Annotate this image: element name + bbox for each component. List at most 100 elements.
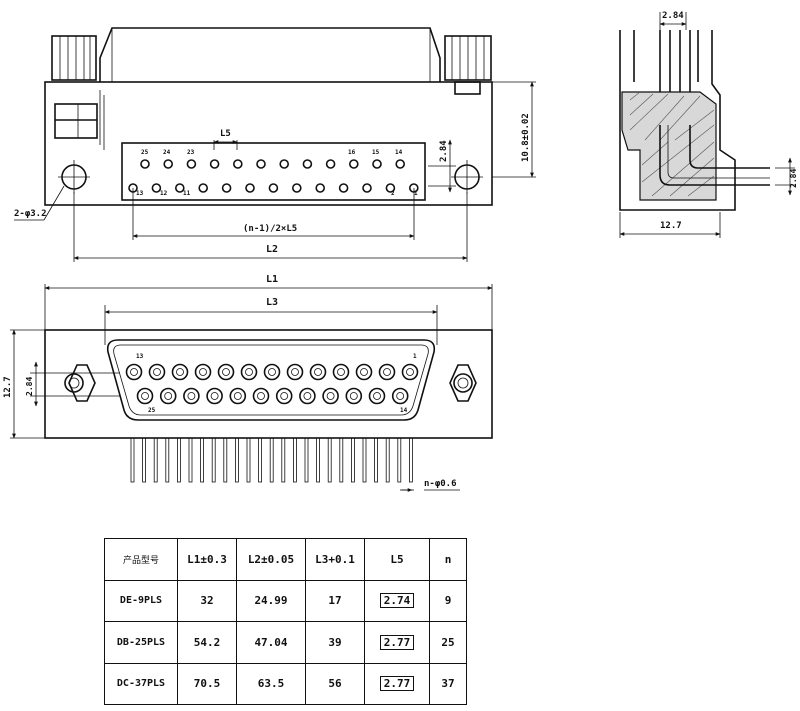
- socket: [125, 363, 143, 381]
- pin-lead: [130, 437, 135, 483]
- pin-lead: [292, 437, 297, 483]
- socket-core: [268, 368, 276, 376]
- cell-l1: 70.5: [177, 662, 237, 705]
- dim-pin-diameter: n-φ0.6: [424, 479, 457, 489]
- socket: [322, 387, 339, 405]
- socket: [275, 387, 293, 405]
- cell-n: 9: [429, 579, 467, 622]
- socket-core: [257, 392, 265, 400]
- socket: [345, 387, 363, 405]
- dim-l5: L5: [220, 129, 231, 139]
- pin-lead: [200, 437, 205, 483]
- plan-pin-number: 23: [187, 149, 195, 156]
- pin-lead: [281, 437, 286, 483]
- socket: [148, 363, 166, 381]
- plan-pin: [209, 159, 220, 169]
- socket-core: [326, 392, 335, 400]
- socket: [355, 363, 373, 381]
- socket: [286, 363, 304, 381]
- socket: [194, 363, 212, 381]
- plan-pin: [338, 183, 349, 193]
- pin-lead: [223, 437, 228, 483]
- socket-core: [373, 392, 381, 400]
- cell-l1: 54.2: [177, 621, 237, 664]
- plan-pin: [198, 183, 208, 193]
- socket-core: [396, 392, 405, 400]
- socket-row-bottom: [136, 387, 409, 405]
- socket-core: [383, 368, 391, 376]
- plan-pin-number: 13: [136, 190, 144, 197]
- plan-pin-number: 11: [183, 190, 191, 197]
- table-row: DB-25PLS 54.2 47.04 39 2.77 25: [104, 621, 467, 664]
- plan-pin: [348, 159, 359, 169]
- plan-pin: [372, 159, 382, 169]
- plan-pin: [233, 159, 243, 169]
- socket-core: [233, 392, 242, 400]
- plan-pin-number: 24: [163, 149, 171, 156]
- dim-side-right: 2.84: [789, 169, 798, 188]
- socket-core: [141, 392, 149, 400]
- pin-label-1: 1: [413, 353, 417, 360]
- socket: [378, 363, 396, 381]
- top-view: 25 24 23 16 15 14 13 12 11 2 1 L5 2.84 1…: [14, 27, 536, 262]
- socket: [299, 387, 316, 405]
- plan-pin: [395, 159, 406, 169]
- dim-mount-hole: 2-φ3.2: [14, 209, 47, 219]
- socket-core: [303, 392, 312, 400]
- plan-pin-number: 1: [414, 190, 418, 197]
- header-model: 产品型号: [104, 538, 178, 581]
- cell-l2: 63.5: [236, 662, 306, 705]
- plan-pin: [325, 159, 336, 169]
- pin-label-13: 13: [136, 353, 144, 360]
- cell-l2: 24.99: [236, 579, 306, 622]
- plan-pin: [385, 183, 396, 193]
- socket-core: [222, 368, 230, 376]
- plan-pin: [163, 159, 173, 169]
- socket: [391, 387, 409, 405]
- plan-pin: [186, 159, 197, 169]
- socket: [229, 387, 247, 405]
- pin-lead: [165, 437, 170, 483]
- header-l2: L2±0.05: [236, 538, 306, 581]
- cell-model: DC-37PLS: [104, 662, 178, 705]
- pin-lead: [339, 437, 344, 483]
- plan-pin: [175, 183, 185, 193]
- header-l3: L3+0.1: [305, 538, 365, 581]
- pin-lead: [327, 437, 332, 483]
- socket-core: [164, 392, 173, 400]
- cell-l5: 2.74: [364, 579, 430, 622]
- cell-n: 25: [429, 621, 467, 664]
- socket: [368, 387, 386, 405]
- spec-table: 产品型号 L1±0.3 L2±0.05 L3+0.1 L5 n DE-9PLS …: [104, 538, 467, 705]
- pin-lead: [350, 437, 355, 483]
- dim-pin-row-spacing: 2.84: [439, 140, 449, 162]
- table-header-row: 产品型号 L1±0.3 L2±0.05 L3+0.1 L5 n: [104, 538, 467, 581]
- dim-l3: L3: [266, 297, 278, 308]
- socket: [206, 387, 223, 405]
- socket-core: [210, 392, 219, 400]
- socket: [183, 387, 200, 405]
- socket-core: [337, 368, 345, 376]
- dim-front-pitch: 2.84: [25, 377, 34, 396]
- cell-l3: 17: [305, 579, 365, 622]
- cell-l3: 39: [305, 621, 365, 664]
- socket-core: [360, 368, 368, 376]
- plan-pin: [362, 183, 372, 193]
- socket-core: [130, 368, 138, 376]
- pin-lead: [176, 437, 181, 483]
- socket: [171, 363, 189, 381]
- pin-lead: [304, 437, 309, 483]
- cell-l1: 32: [177, 579, 237, 622]
- pin-lead: [397, 437, 402, 483]
- plan-pin: [140, 159, 150, 169]
- socket: [332, 363, 350, 381]
- cell-l5-value: 2.77: [379, 676, 415, 692]
- plan-pin-number: 16: [348, 149, 356, 156]
- pin-lead: [246, 437, 251, 483]
- cell-l2: 47.04: [236, 621, 306, 664]
- pin-lead: [153, 437, 158, 483]
- side-view: 2.84 2.84 12.7: [619, 11, 798, 238]
- socket-core: [199, 368, 207, 376]
- table-row: DC-37PLS 70.5 63.5 56 2.77 37: [104, 662, 467, 705]
- front-view: L1 L3 13 1 25 14 12.7 2.84: [3, 274, 493, 492]
